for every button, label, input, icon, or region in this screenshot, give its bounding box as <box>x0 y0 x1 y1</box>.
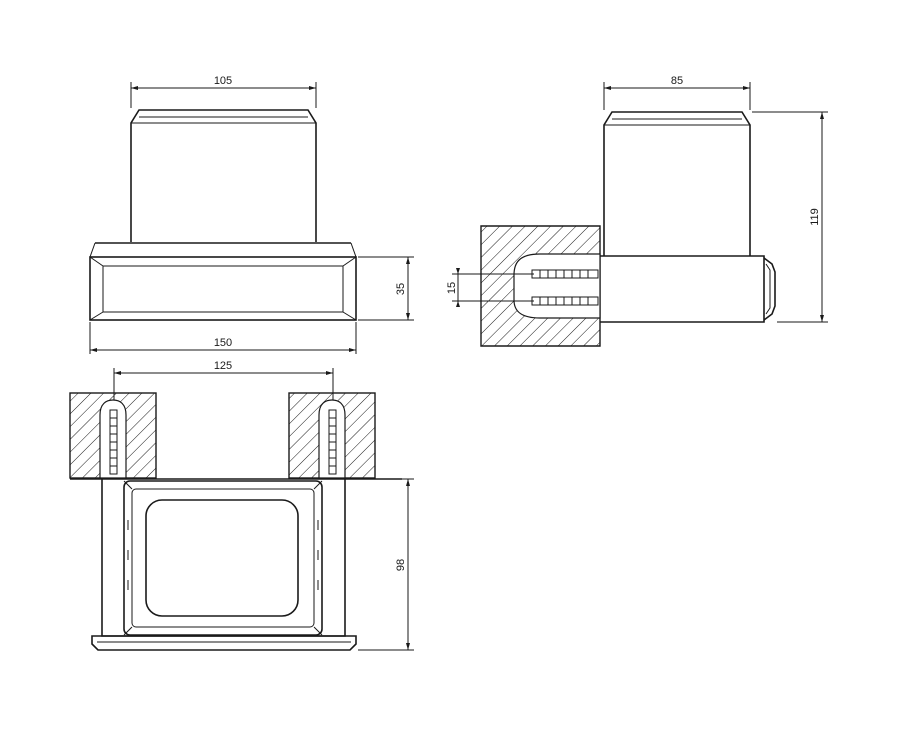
dim-total-height: 119 <box>752 111 828 323</box>
plan-glass-corner-tr <box>313 480 323 490</box>
front-base-inner <box>102 265 344 313</box>
front-glass-seat-side-l <box>89 242 96 258</box>
front-glass-outline <box>130 109 317 242</box>
dim-plan-depth: 98 <box>358 478 414 651</box>
dim-side-depth: 85 <box>603 75 751 110</box>
dim-label-total-height: 119 <box>809 208 821 226</box>
side-screw-lower <box>531 296 599 306</box>
plan-glass-corner-tl <box>123 480 133 490</box>
plan-glass-corner-br <box>313 626 323 636</box>
side-view: 85 119 15 <box>446 75 828 347</box>
front-base-bevel-br <box>342 311 357 321</box>
side-glass-outline <box>603 111 751 256</box>
side-holder-cap <box>763 257 776 321</box>
plan-holder-front <box>91 635 357 651</box>
dim-label-screw-spacing: 15 <box>446 282 458 294</box>
dim-label-top-width: 105 <box>214 75 232 87</box>
dim-label-plan-screw-spacing: 125 <box>214 360 232 372</box>
front-glass-seat-side-r <box>350 242 357 258</box>
dim-top-width: 105 <box>130 75 317 108</box>
plan-screw-left <box>109 409 118 475</box>
plan-glass-inner <box>145 499 299 617</box>
dim-plan-screw-spacing: 125 <box>113 360 334 400</box>
plan-view: 125 98 <box>69 360 414 651</box>
dim-base-width: 150 <box>89 322 357 354</box>
dim-screw-spacing: 15 <box>446 268 534 307</box>
side-wall-cavity <box>513 253 601 319</box>
side-screw-upper <box>531 269 599 279</box>
dim-label-base-width: 150 <box>214 337 232 349</box>
plan-glass-outer <box>123 480 323 636</box>
side-holder-cap-inner <box>765 263 771 315</box>
plan-screw-right <box>328 409 337 475</box>
front-view: 105 150 35 <box>89 75 414 354</box>
front-base-bevel-tl <box>89 256 104 267</box>
side-holder-body <box>600 255 765 323</box>
plan-glass-corner-bl <box>123 626 133 636</box>
dim-label-base-height: 35 <box>395 283 407 295</box>
dim-label-plan-depth: 98 <box>395 559 407 571</box>
plan-glass-mid <box>131 488 315 628</box>
front-base-bevel-bl <box>89 311 104 321</box>
front-base-outer <box>89 256 357 321</box>
dim-base-height: 35 <box>358 256 414 321</box>
front-base-bevel-tr <box>342 256 357 267</box>
dim-label-side-depth: 85 <box>671 75 683 87</box>
plan-holder-body <box>101 479 346 637</box>
